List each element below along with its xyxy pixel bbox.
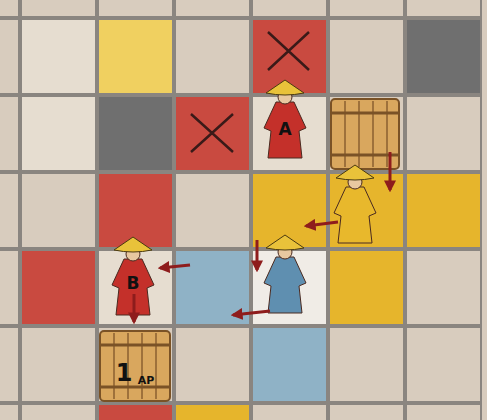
figure-letter: B bbox=[127, 275, 140, 292]
board-cell bbox=[21, 19, 96, 94]
board-cell bbox=[406, 0, 481, 17]
board-cell bbox=[0, 173, 19, 248]
blocked-marks bbox=[191, 32, 309, 152]
board-cell bbox=[252, 404, 327, 420]
board-cell bbox=[406, 96, 481, 171]
board-cell bbox=[329, 173, 404, 248]
board-cell bbox=[252, 19, 327, 94]
board-cell bbox=[329, 19, 404, 94]
board-cell bbox=[21, 250, 96, 325]
board-cell bbox=[0, 404, 19, 420]
board-cell bbox=[0, 19, 19, 94]
board-cell bbox=[0, 0, 19, 17]
board-cell bbox=[252, 96, 327, 171]
board-cell bbox=[252, 250, 327, 325]
board-cell bbox=[98, 19, 173, 94]
board-cell bbox=[406, 404, 481, 420]
figure-meeple bbox=[264, 235, 306, 313]
board-cell bbox=[0, 96, 19, 171]
board-cell bbox=[329, 250, 404, 325]
action-cost: 1 bbox=[116, 361, 133, 385]
board-cell bbox=[252, 0, 327, 17]
board-cell bbox=[175, 0, 250, 17]
board-cell bbox=[329, 96, 404, 171]
board-cell bbox=[21, 0, 96, 17]
board-cell bbox=[98, 0, 173, 17]
board-cell bbox=[329, 327, 404, 402]
wooden-crate bbox=[100, 331, 170, 401]
board-cell bbox=[0, 327, 19, 402]
action-cost: AP bbox=[138, 375, 155, 386]
board-cell bbox=[329, 404, 404, 420]
board-cell bbox=[21, 173, 96, 248]
board-cell bbox=[175, 327, 250, 402]
board-cell bbox=[175, 19, 250, 94]
board-cell bbox=[98, 250, 173, 325]
board-cell bbox=[406, 327, 481, 402]
move-arrows bbox=[134, 152, 390, 322]
figure-letter: A bbox=[278, 121, 291, 138]
board-cell bbox=[252, 327, 327, 402]
board-cell bbox=[175, 173, 250, 248]
board-cell bbox=[21, 404, 96, 420]
board-cell bbox=[98, 327, 173, 402]
board-cell bbox=[406, 250, 481, 325]
board-cell bbox=[98, 404, 173, 420]
board-cell bbox=[98, 96, 173, 171]
figure-meeple bbox=[264, 80, 306, 158]
board-cell bbox=[406, 173, 481, 248]
figure-meeple bbox=[334, 165, 376, 243]
board-cell bbox=[252, 173, 327, 248]
board-cell bbox=[175, 404, 250, 420]
board-cell bbox=[329, 0, 404, 17]
board-cell bbox=[406, 19, 481, 94]
board-cell bbox=[21, 327, 96, 402]
board-cell bbox=[0, 250, 19, 325]
board-cell bbox=[98, 173, 173, 248]
board-cell bbox=[21, 96, 96, 171]
board-cell bbox=[175, 96, 250, 171]
